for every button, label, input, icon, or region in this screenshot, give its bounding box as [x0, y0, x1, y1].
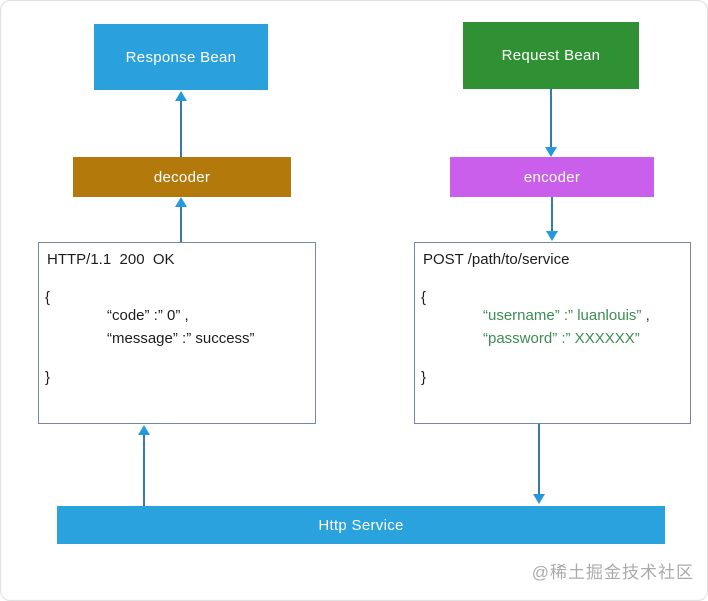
http-status-line: HTTP/1.1 200 OK — [47, 251, 175, 268]
request-bean-label: Request Bean — [501, 47, 601, 64]
response-open-brace: { — [45, 289, 51, 306]
encoder-label: encoder — [523, 168, 581, 186]
arrow-down-icon — [533, 494, 545, 504]
request-close-brace: } — [421, 369, 427, 386]
response-bean-node: Response Bean — [94, 24, 268, 90]
http-response-box: HTTP/1.1 200 OK { “code” :” 0” , “messag… — [38, 242, 316, 424]
http-request-line: POST /path/to/service — [423, 251, 570, 268]
response-message-line: “message” :” success” — [107, 330, 255, 347]
request-open-brace: { — [421, 289, 427, 306]
decoder-label: decoder — [153, 168, 211, 186]
arrow-down-icon — [545, 147, 557, 157]
watermark: @稀土掘金技术社区 — [531, 563, 694, 582]
http-request-box: POST /path/to/service { “username” :” lu… — [414, 242, 691, 424]
arrow-line — [143, 434, 145, 506]
arrow-line — [180, 206, 182, 242]
response-bean-label: Response Bean — [125, 48, 237, 66]
decoder-node: decoder — [73, 157, 291, 197]
response-code-line: “code” :” 0” , — [107, 307, 189, 324]
arrow-line — [538, 424, 540, 495]
http-service-label: Http Service — [318, 516, 404, 534]
arrow-line — [551, 197, 553, 232]
arrow-down-icon — [546, 231, 558, 241]
arrow-up-icon — [175, 91, 187, 101]
response-close-brace: } — [45, 369, 51, 386]
username-trailing-comma: , — [641, 307, 650, 324]
request-bean-node: Request Bean — [463, 22, 639, 89]
request-username-line: “username” :” luanlouis” , — [483, 307, 650, 325]
arrow-line — [550, 89, 552, 148]
encoder-node: encoder — [450, 157, 654, 197]
arrow-line — [180, 100, 182, 157]
arrow-up-icon — [175, 197, 187, 207]
arrow-up-icon — [138, 425, 150, 435]
http-service-bar: Http Service — [57, 506, 665, 544]
username-pair: “username” :” luanlouis” — [483, 307, 642, 324]
request-password-line: “password” :” XXXXXX” — [483, 330, 640, 347]
